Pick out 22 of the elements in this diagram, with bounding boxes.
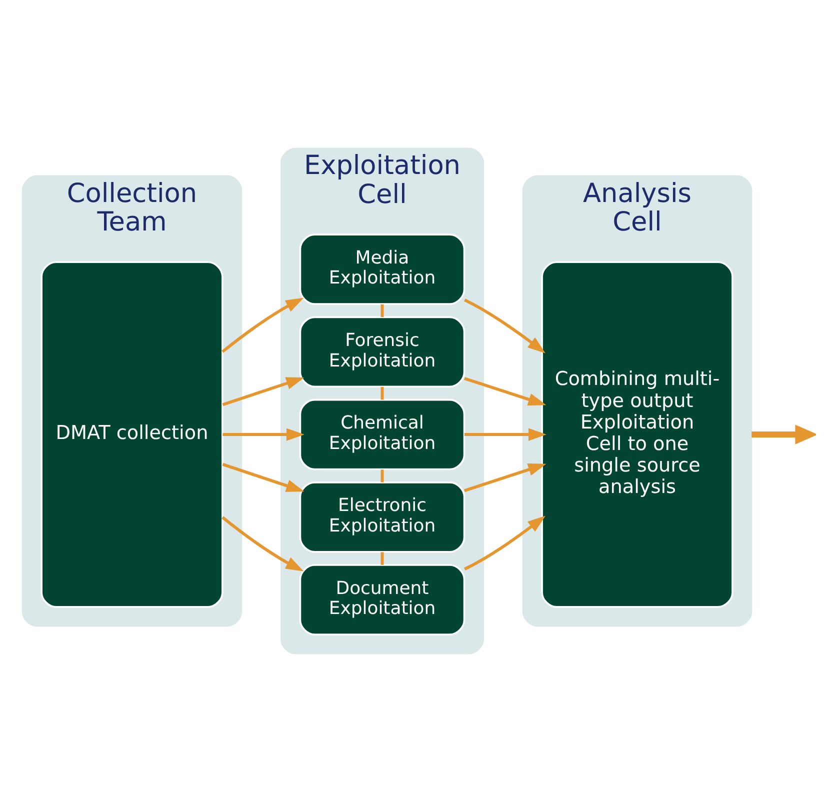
arrow	[464, 515, 546, 570]
arrow	[222, 297, 304, 352]
node-box: Chemical Exploitation	[299, 398, 466, 470]
node-box: DMAT collection	[40, 260, 224, 608]
arrow	[222, 428, 304, 440]
connector	[380, 386, 384, 400]
arrow	[752, 424, 816, 444]
connector	[380, 469, 384, 482]
connector	[380, 304, 384, 317]
arrow	[222, 376, 304, 406]
node-box: Electronic Exploitation	[299, 481, 466, 552]
node-box: Combining multi-type output Exploitation Cell to one single source analysis	[541, 260, 734, 608]
node-box: Forensic Exploitation	[299, 316, 466, 388]
arrow	[464, 428, 546, 440]
arrow	[222, 516, 304, 571]
node-box: Document Exploitation	[299, 564, 466, 635]
connector	[380, 552, 384, 564]
arrow	[464, 376, 546, 406]
arrow	[222, 462, 304, 492]
arrow	[464, 298, 546, 353]
node-box: Media Exploitation	[299, 233, 466, 304]
arrow	[464, 463, 546, 492]
